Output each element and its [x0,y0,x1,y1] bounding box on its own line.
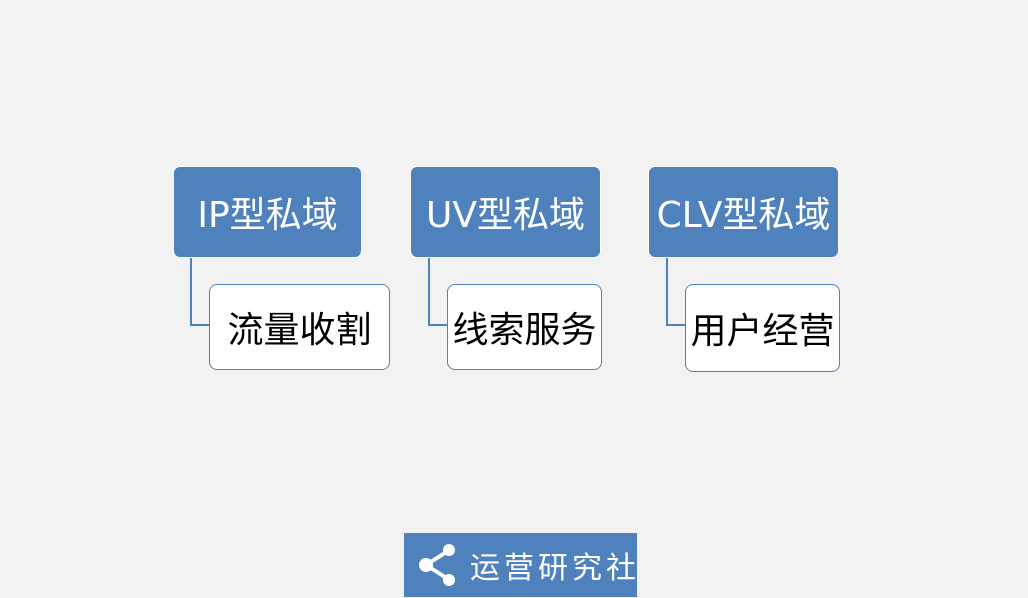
category-box-uv: UV型私域 [410,166,601,258]
connector-ip [190,258,212,326]
category-box-ip: IP型私域 [173,166,362,258]
brand-banner: 运营研究社 [404,533,637,597]
detail-label-ip: 流量收割 [227,310,372,351]
detail-box-uv: 线索服务 [447,284,602,370]
detail-box-clv: 用户经营 [685,284,840,372]
share-icon [418,543,458,587]
category-label-clv: CLV型私域 [656,195,831,236]
brand-name: 运营研究社 [470,551,640,586]
connector-uv [428,258,450,326]
detail-label-uv: 线索服务 [452,310,597,351]
category-box-clv: CLV型私域 [648,166,839,258]
category-label-ip: IP型私域 [197,195,338,236]
detail-label-clv: 用户经营 [690,311,835,352]
category-label-uv: UV型私域 [426,195,585,236]
detail-box-ip: 流量收割 [209,284,390,370]
connector-clv [666,258,688,326]
